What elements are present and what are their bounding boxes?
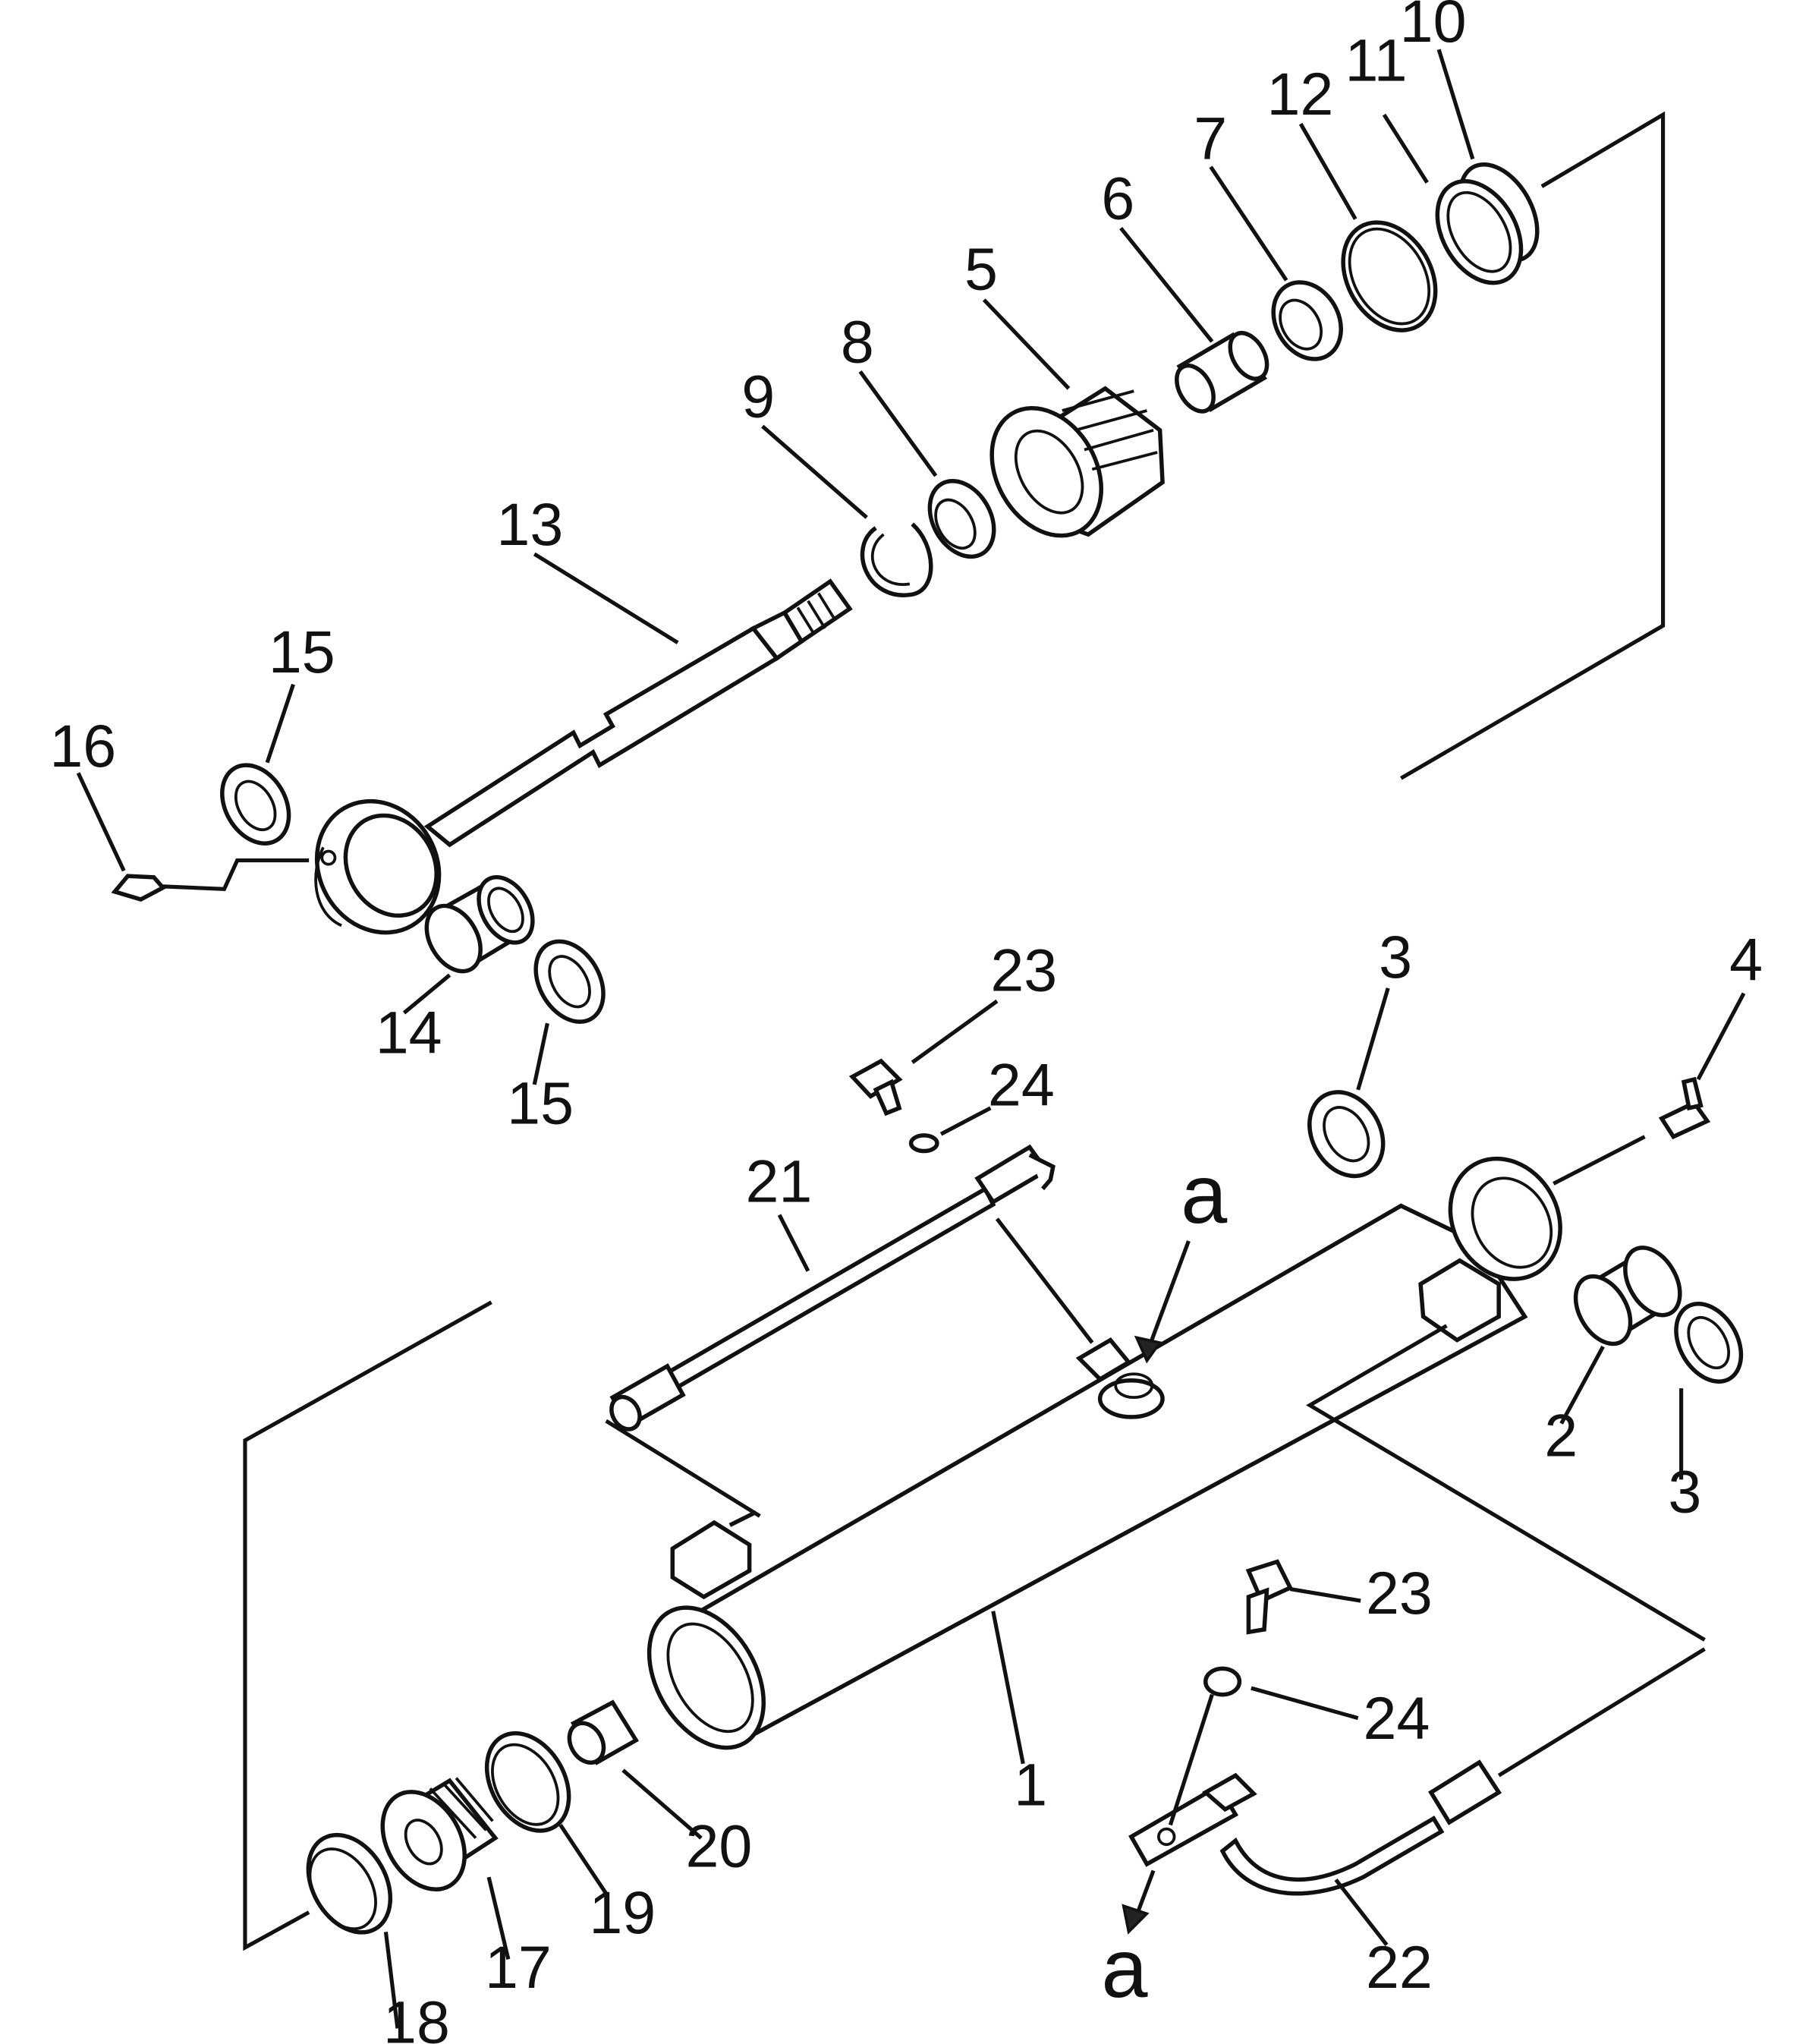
rod-group-bracket	[1400, 111, 1666, 780]
callout-9: 9	[741, 363, 775, 430]
callout-12: 12	[1266, 60, 1333, 128]
part-8-seal	[927, 478, 996, 559]
part-12-o-ring	[1341, 220, 1438, 332]
callout-21: 21	[745, 1148, 812, 1215]
callout-19: 19	[589, 1879, 656, 1946]
callout-17: 17	[485, 1933, 552, 2001]
part-11-backup-ring	[1435, 179, 1524, 285]
callout-24-upper: 24	[988, 1050, 1055, 1118]
callout-13: 13	[496, 490, 563, 558]
callout-labels: 10 11 12 7 6 5 8 9 13 15 16 14 15 23 24 …	[49, 0, 1763, 2044]
part-4-grease-fitting	[1553, 1076, 1711, 1186]
part-7-seal	[1271, 280, 1343, 361]
part-3-seal-lower	[1674, 1302, 1744, 1384]
part-6-bushing	[1175, 331, 1269, 414]
callout-20: 20	[685, 1812, 752, 1879]
callout-10: 10	[1400, 0, 1467, 55]
part-14-bushing	[424, 875, 535, 974]
part-18-wear-ring	[306, 1832, 393, 1935]
part-3-seal-upper	[1307, 1090, 1386, 1179]
part-21-pipe	[605, 1144, 1094, 1518]
part-24-washer-lower	[1203, 1666, 1242, 1697]
callout-a-upper: a	[1181, 1148, 1228, 1241]
callout-23-upper: 23	[990, 936, 1057, 1003]
callout-23-lower: 23	[1366, 1559, 1433, 1627]
callout-7: 7	[1194, 105, 1227, 172]
callout-2: 2	[1544, 1401, 1578, 1469]
callout-15-upper: 15	[269, 618, 335, 685]
part-15-seal-lower	[533, 939, 606, 1024]
callout-14: 14	[376, 999, 442, 1066]
tube-group-bracket	[243, 1300, 492, 1951]
callout-6: 6	[1101, 165, 1134, 232]
callout-24-lower: 24	[1364, 1684, 1430, 1752]
leader-lines	[76, 49, 1746, 2029]
callout-5: 5	[964, 235, 998, 302]
part-19-ring	[484, 1731, 571, 1833]
part-13-piston-rod	[314, 578, 853, 935]
callout-3-upper: 3	[1379, 923, 1412, 991]
part-22-pipe	[1128, 1324, 1706, 1896]
callout-a-lower: a	[1101, 1923, 1148, 2015]
part-23-bolt-lower	[1245, 1559, 1294, 1635]
callout-3-lower: 3	[1668, 1457, 1701, 1525]
part-24-washer-upper	[908, 1133, 939, 1154]
part-20-nut	[567, 1699, 640, 1765]
part-23-bolt-upper	[848, 1058, 903, 1116]
part-5-cylinder-head	[989, 386, 1165, 538]
callout-4: 4	[1729, 926, 1763, 994]
part-17-piston	[380, 1777, 499, 1891]
part-9-snap-ring	[860, 522, 933, 597]
part-1-cylinder-tube	[647, 1156, 1562, 1750]
callout-8: 8	[841, 307, 874, 375]
callout-11: 11	[1345, 26, 1408, 93]
part-15-seal-upper	[220, 763, 291, 846]
callout-22: 22	[1366, 1933, 1433, 2001]
callout-1: 1	[1014, 1751, 1047, 1819]
callout-16: 16	[49, 712, 116, 779]
callout-15-lower: 15	[507, 1069, 574, 1136]
part-2-bushing	[1573, 1246, 1682, 1346]
part-16-grease-fitting	[111, 858, 310, 902]
callout-18: 18	[383, 1988, 450, 2044]
